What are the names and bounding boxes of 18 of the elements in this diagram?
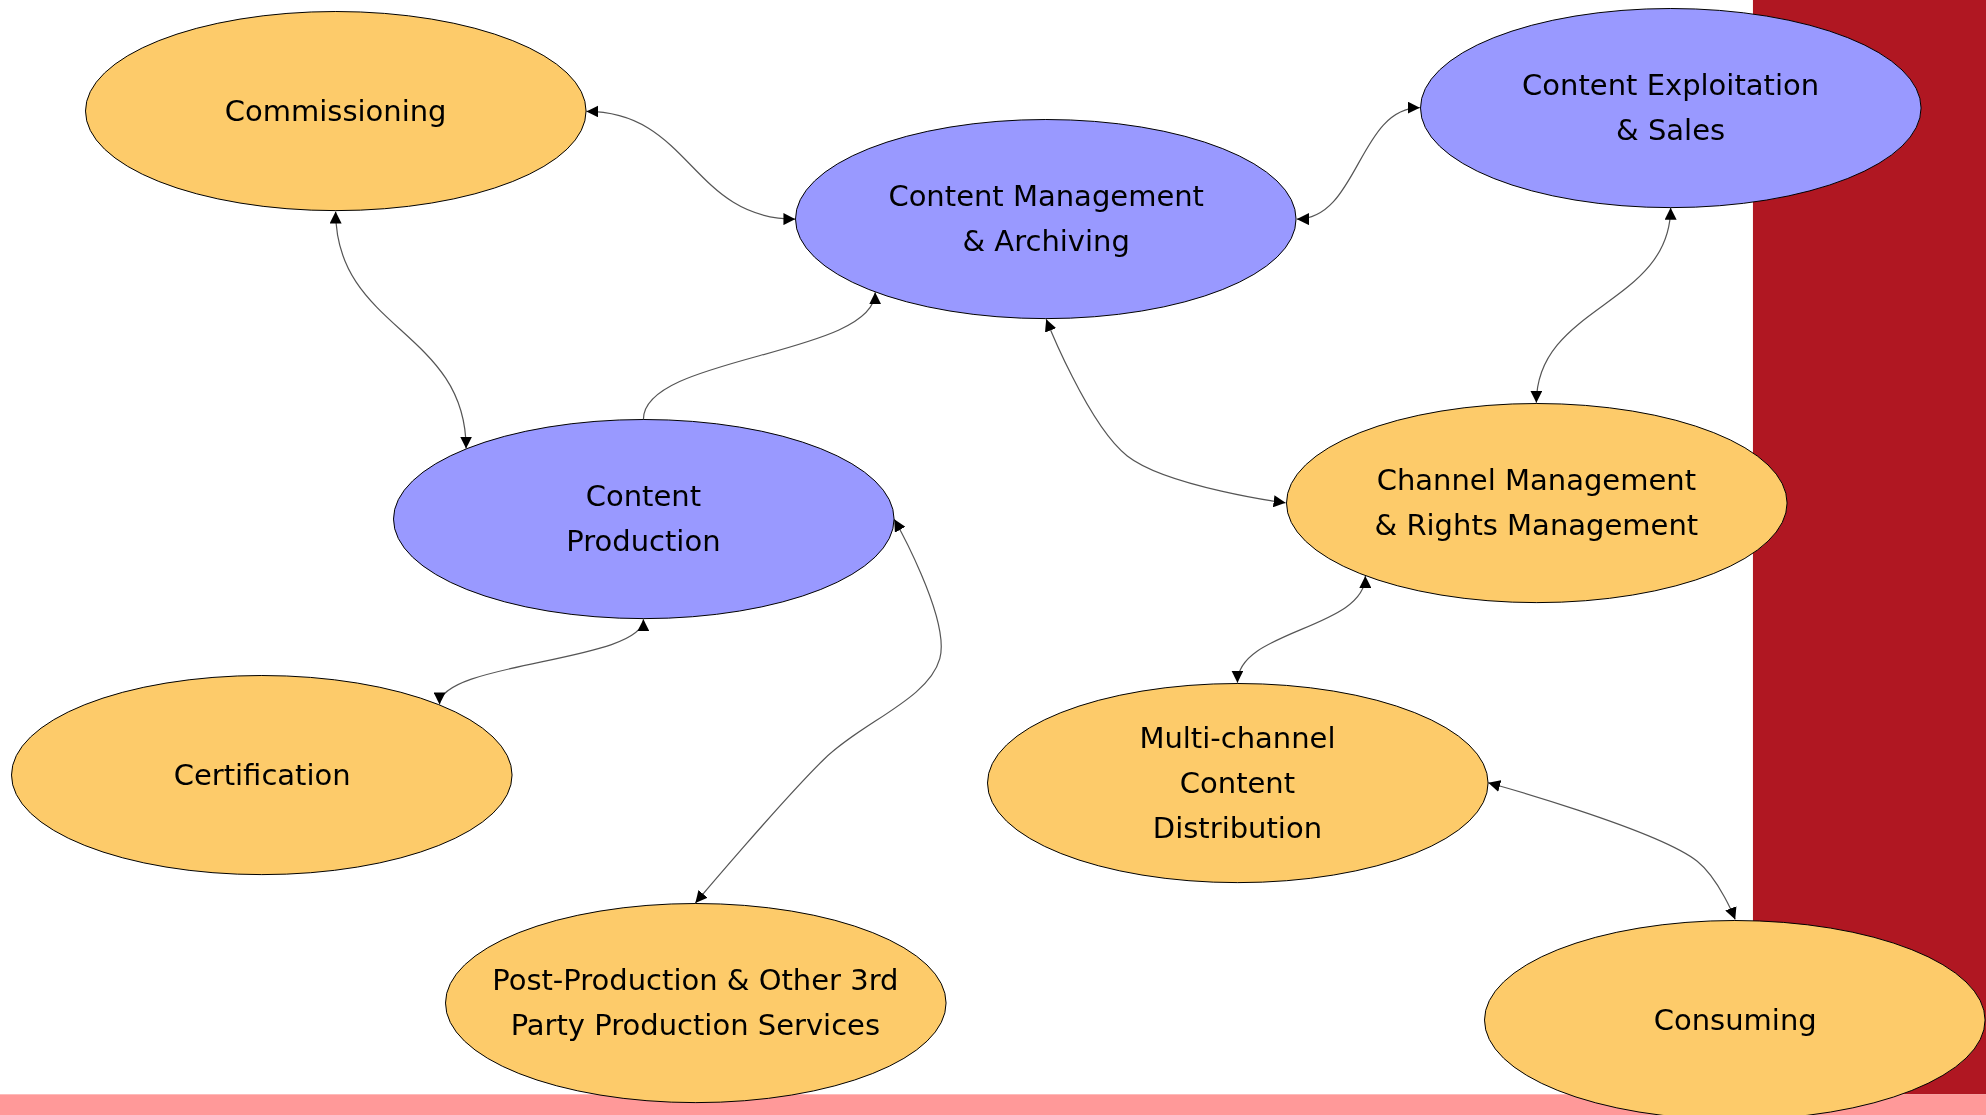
arrow [585, 106, 796, 225]
arrow [1531, 207, 1676, 404]
arrow [642, 291, 878, 420]
arrow [1234, 575, 1369, 684]
node-label: Content Exploitation & Sales [1521, 66, 1821, 149]
node-label: Consuming [1652, 1001, 1818, 1039]
arrow [1296, 103, 1421, 224]
node-label: Certification [172, 756, 352, 794]
node-label: Content Management & Archiving [887, 178, 1205, 261]
node-label: Post-Production & Other 3rd Party Production Services [491, 962, 900, 1045]
arrow [694, 518, 942, 904]
node-label: Multi-channel Content Distribution [1138, 719, 1337, 847]
node-label: Channel Management & Rights Management [1373, 461, 1700, 544]
arrow [1487, 780, 1737, 921]
node-label: Commissioning [223, 92, 448, 130]
arrow [1045, 318, 1287, 508]
arrow [330, 210, 471, 450]
node-label: Content Production [565, 478, 722, 561]
